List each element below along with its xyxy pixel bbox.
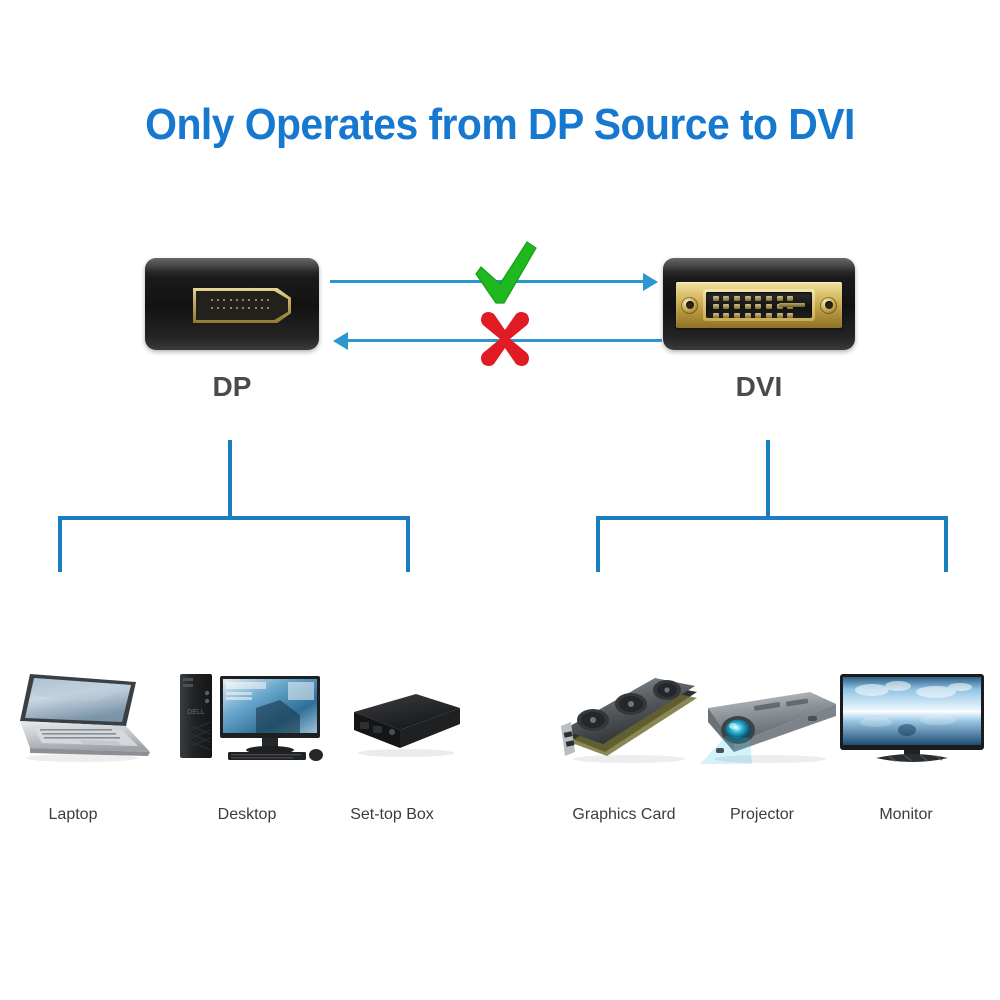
dvi-label: DVI (735, 371, 783, 402)
dvi-screw-hole-right (820, 296, 837, 314)
displayport-pin (210, 306, 213, 309)
displayport-pin (229, 299, 232, 301)
dvi-pin-cavity (706, 292, 812, 318)
dvi-pin (776, 312, 783, 318)
dvi-blade-slot (779, 303, 805, 307)
arrow-dp-to-dvi-head (643, 272, 658, 291)
laptop-icon (0, 660, 160, 770)
svg-text:DELL: DELL (187, 709, 205, 716)
arrow-dvi-to-dp-head (333, 331, 348, 350)
dvi-pin (723, 304, 730, 310)
sink-bracket (578, 440, 968, 572)
displayport-pin (248, 306, 251, 309)
displayport-pin (235, 299, 238, 301)
device-label-graphics-card: Graphics Card (572, 806, 676, 823)
dvi-pin (755, 312, 762, 318)
displayport-pin (216, 306, 219, 309)
displayport-pin (242, 299, 245, 301)
source-bracket-leg-right (406, 516, 410, 572)
dvi-pin (734, 296, 741, 301)
displayport-pin (248, 299, 251, 301)
displayport-pin (216, 299, 219, 301)
dvi-pin (776, 296, 783, 301)
displayport-pin (254, 299, 257, 301)
dvi-pin (765, 296, 772, 301)
displayport-pin (229, 306, 232, 309)
dvi-pin (787, 296, 794, 301)
displayport-pin (235, 306, 238, 309)
source-bracket-leg-left (58, 516, 62, 572)
sink-bracket-bar (596, 516, 948, 520)
monitor-icon (832, 660, 992, 770)
dvi-pin (723, 296, 730, 301)
displayport-pin (242, 306, 245, 309)
displayport-pin (223, 306, 226, 309)
dvi-pin-block (703, 289, 815, 321)
dvi-connector-icon (663, 258, 855, 350)
device-label-settop-box: Set-top Box (350, 806, 434, 823)
dvi-pin (755, 296, 762, 301)
dvi-pin (744, 304, 751, 310)
dvi-pin (765, 304, 772, 310)
sink-bracket-leg-right (944, 516, 948, 572)
displayport-pin (267, 306, 270, 309)
displayport-pins (209, 299, 271, 312)
displayport-pin (254, 306, 257, 309)
source-bracket-bar (58, 516, 410, 520)
dvi-pin (744, 312, 751, 318)
projector-icon (690, 660, 850, 770)
displayport-pin (210, 299, 213, 301)
dvi-pin (712, 312, 719, 318)
source-bracket-stem (228, 440, 232, 520)
desktop-computer-icon: DELL (168, 660, 328, 770)
red-cross-icon (481, 312, 529, 366)
displayport-connector-icon (145, 258, 319, 350)
device-label-monitor: Monitor (879, 806, 933, 823)
dvi-pin (765, 312, 772, 318)
displayport-port-shape (193, 288, 291, 323)
dvi-pin (723, 312, 730, 318)
dvi-pin (755, 304, 762, 310)
sink-bracket-leg-left (596, 516, 600, 572)
sink-bracket-stem (766, 440, 770, 520)
displayport-pin (261, 306, 264, 309)
dvi-screw-hole-left (681, 296, 698, 314)
set-top-box-icon (320, 660, 480, 770)
dvi-pin (787, 312, 794, 318)
dvi-pins (711, 296, 795, 318)
graphics-card-icon (545, 660, 705, 770)
source-bracket (40, 440, 430, 572)
device-label-laptop: Laptop (48, 806, 98, 823)
displayport-pin (267, 299, 270, 301)
dvi-pin (744, 296, 751, 301)
dvi-pin (734, 312, 741, 318)
green-check-icon (475, 241, 537, 304)
dvi-pin (734, 304, 741, 310)
dvi-pin (712, 296, 719, 301)
device-label-projector: Projector (729, 806, 795, 823)
displayport-pin (261, 299, 264, 301)
dp-label: DP (212, 371, 252, 402)
displayport-port-cavity (196, 291, 288, 320)
dvi-pin (712, 304, 719, 310)
dvi-faceplate (676, 282, 842, 328)
page-title: Only Operates from DP Source to DVI (145, 100, 855, 149)
displayport-pin (223, 299, 226, 301)
device-label-desktop: Desktop (217, 806, 277, 823)
